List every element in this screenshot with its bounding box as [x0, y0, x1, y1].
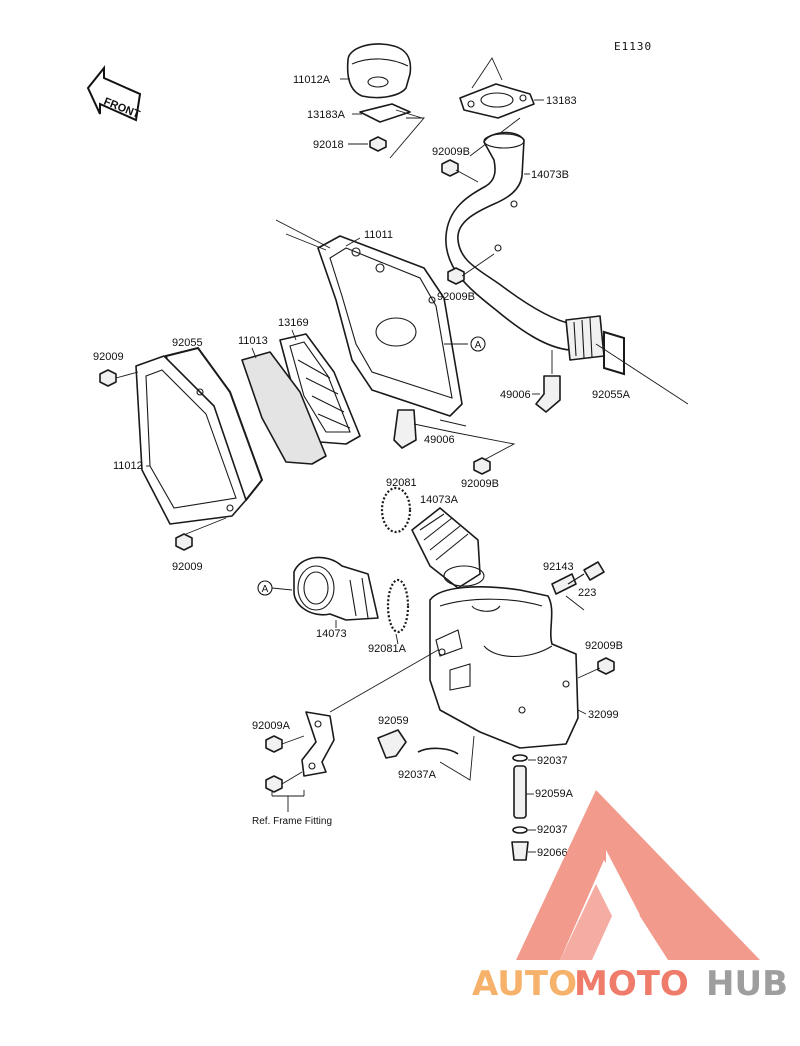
intake-cover-11012a	[346, 43, 412, 99]
label-11012: 11012	[113, 460, 143, 472]
bracket-ref-frame	[301, 711, 335, 777]
air-box-11011	[317, 235, 463, 417]
joint-49006-right	[535, 375, 561, 413]
diagram-code: E1130	[614, 40, 652, 53]
label-14073a: 14073A	[420, 494, 459, 506]
bolt-92009-a	[99, 369, 117, 387]
watermark-text: AUTO MOTO HUB	[472, 964, 788, 1004]
bolt-92009a-lower	[265, 775, 283, 793]
watermark-moto: MOTO	[574, 964, 689, 1004]
front-arrow-icon: FRONT	[86, 65, 142, 122]
clamp-92081	[380, 486, 412, 534]
air-duct-14073b	[445, 131, 605, 361]
joint-49006-center	[393, 409, 417, 449]
filter-element-11013	[241, 351, 327, 465]
air-duct-14073	[293, 556, 379, 621]
ref-frame-fitting-label: Ref. Frame Fitting	[252, 816, 332, 827]
air-duct-14073a	[411, 507, 485, 589]
label-92009b-top: 92009B	[432, 146, 470, 158]
watermark-auto: AUTO	[472, 964, 577, 1004]
label-32099: 32099	[588, 709, 619, 721]
bolt-223	[567, 561, 605, 585]
plug-92066	[511, 841, 529, 861]
bolt-92009b-bot	[597, 657, 615, 675]
label-11011: 11011	[364, 229, 393, 241]
bolt-92009b-mid	[447, 267, 465, 285]
label-13183a: 13183A	[307, 109, 346, 121]
gasket-92055a	[603, 330, 625, 376]
label-92009-a: 92009	[93, 351, 124, 363]
bolt-92009a-upper	[265, 735, 283, 753]
gasket-13183a	[359, 103, 411, 123]
label-223: 223	[578, 587, 596, 599]
clip-92037a	[417, 747, 459, 755]
label-92009-b: 92009	[172, 561, 203, 573]
label-92059: 92059	[378, 715, 409, 727]
label-92081: 92081	[386, 477, 417, 489]
label-92009a: 92009A	[252, 720, 291, 732]
label-92037-lower: 92037	[537, 824, 568, 836]
label-14073: 14073	[316, 628, 347, 640]
collar-92143	[551, 573, 577, 595]
label-11012a: 11012A	[293, 74, 331, 86]
label-92055a: 92055A	[592, 389, 631, 401]
label-92009b-mid: 92009B	[437, 291, 475, 303]
label-49006-right: 49006	[500, 389, 531, 401]
flange-13183	[459, 83, 535, 119]
watermark-hub: HUB	[706, 964, 788, 1004]
marker-a-2-text: A	[262, 584, 269, 595]
watermark-logo	[516, 790, 760, 960]
label-13169: 13169	[278, 317, 309, 329]
label-92037-upper: 92037	[537, 755, 568, 767]
clamp-92037-lower	[512, 826, 528, 834]
bolt-92009b-low	[473, 457, 491, 475]
cover-11012	[135, 355, 247, 525]
case-32099	[429, 586, 579, 749]
label-92143: 92143	[543, 561, 574, 573]
drain-tube-92059a	[513, 765, 527, 819]
label-92037a: 92037A	[398, 769, 437, 781]
marker-a-1-text: A	[475, 340, 482, 351]
clamp-92081a	[386, 578, 410, 634]
nut-92018	[369, 136, 387, 152]
label-49006-center: 49006	[424, 434, 455, 446]
label-14073b: 14073B	[531, 169, 569, 181]
label-92009b-bot: 92009B	[585, 640, 623, 652]
bolt-92009b-top	[441, 159, 459, 177]
label-13183: 13183	[546, 95, 577, 107]
label-92066: 92066	[537, 847, 568, 859]
label-11013: 11013	[238, 335, 268, 347]
plug-92059	[377, 729, 407, 759]
label-92059a: 92059A	[535, 788, 574, 800]
label-92055: 92055	[172, 337, 203, 349]
label-92009b-low: 92009B	[461, 478, 499, 490]
marker-a-2: A	[257, 580, 273, 596]
marker-a-1: A	[470, 336, 486, 352]
clamp-92037-upper	[512, 754, 528, 762]
label-92081a: 92081A	[368, 643, 407, 655]
label-92018: 92018	[313, 139, 344, 151]
bolt-92009-b	[175, 533, 193, 551]
